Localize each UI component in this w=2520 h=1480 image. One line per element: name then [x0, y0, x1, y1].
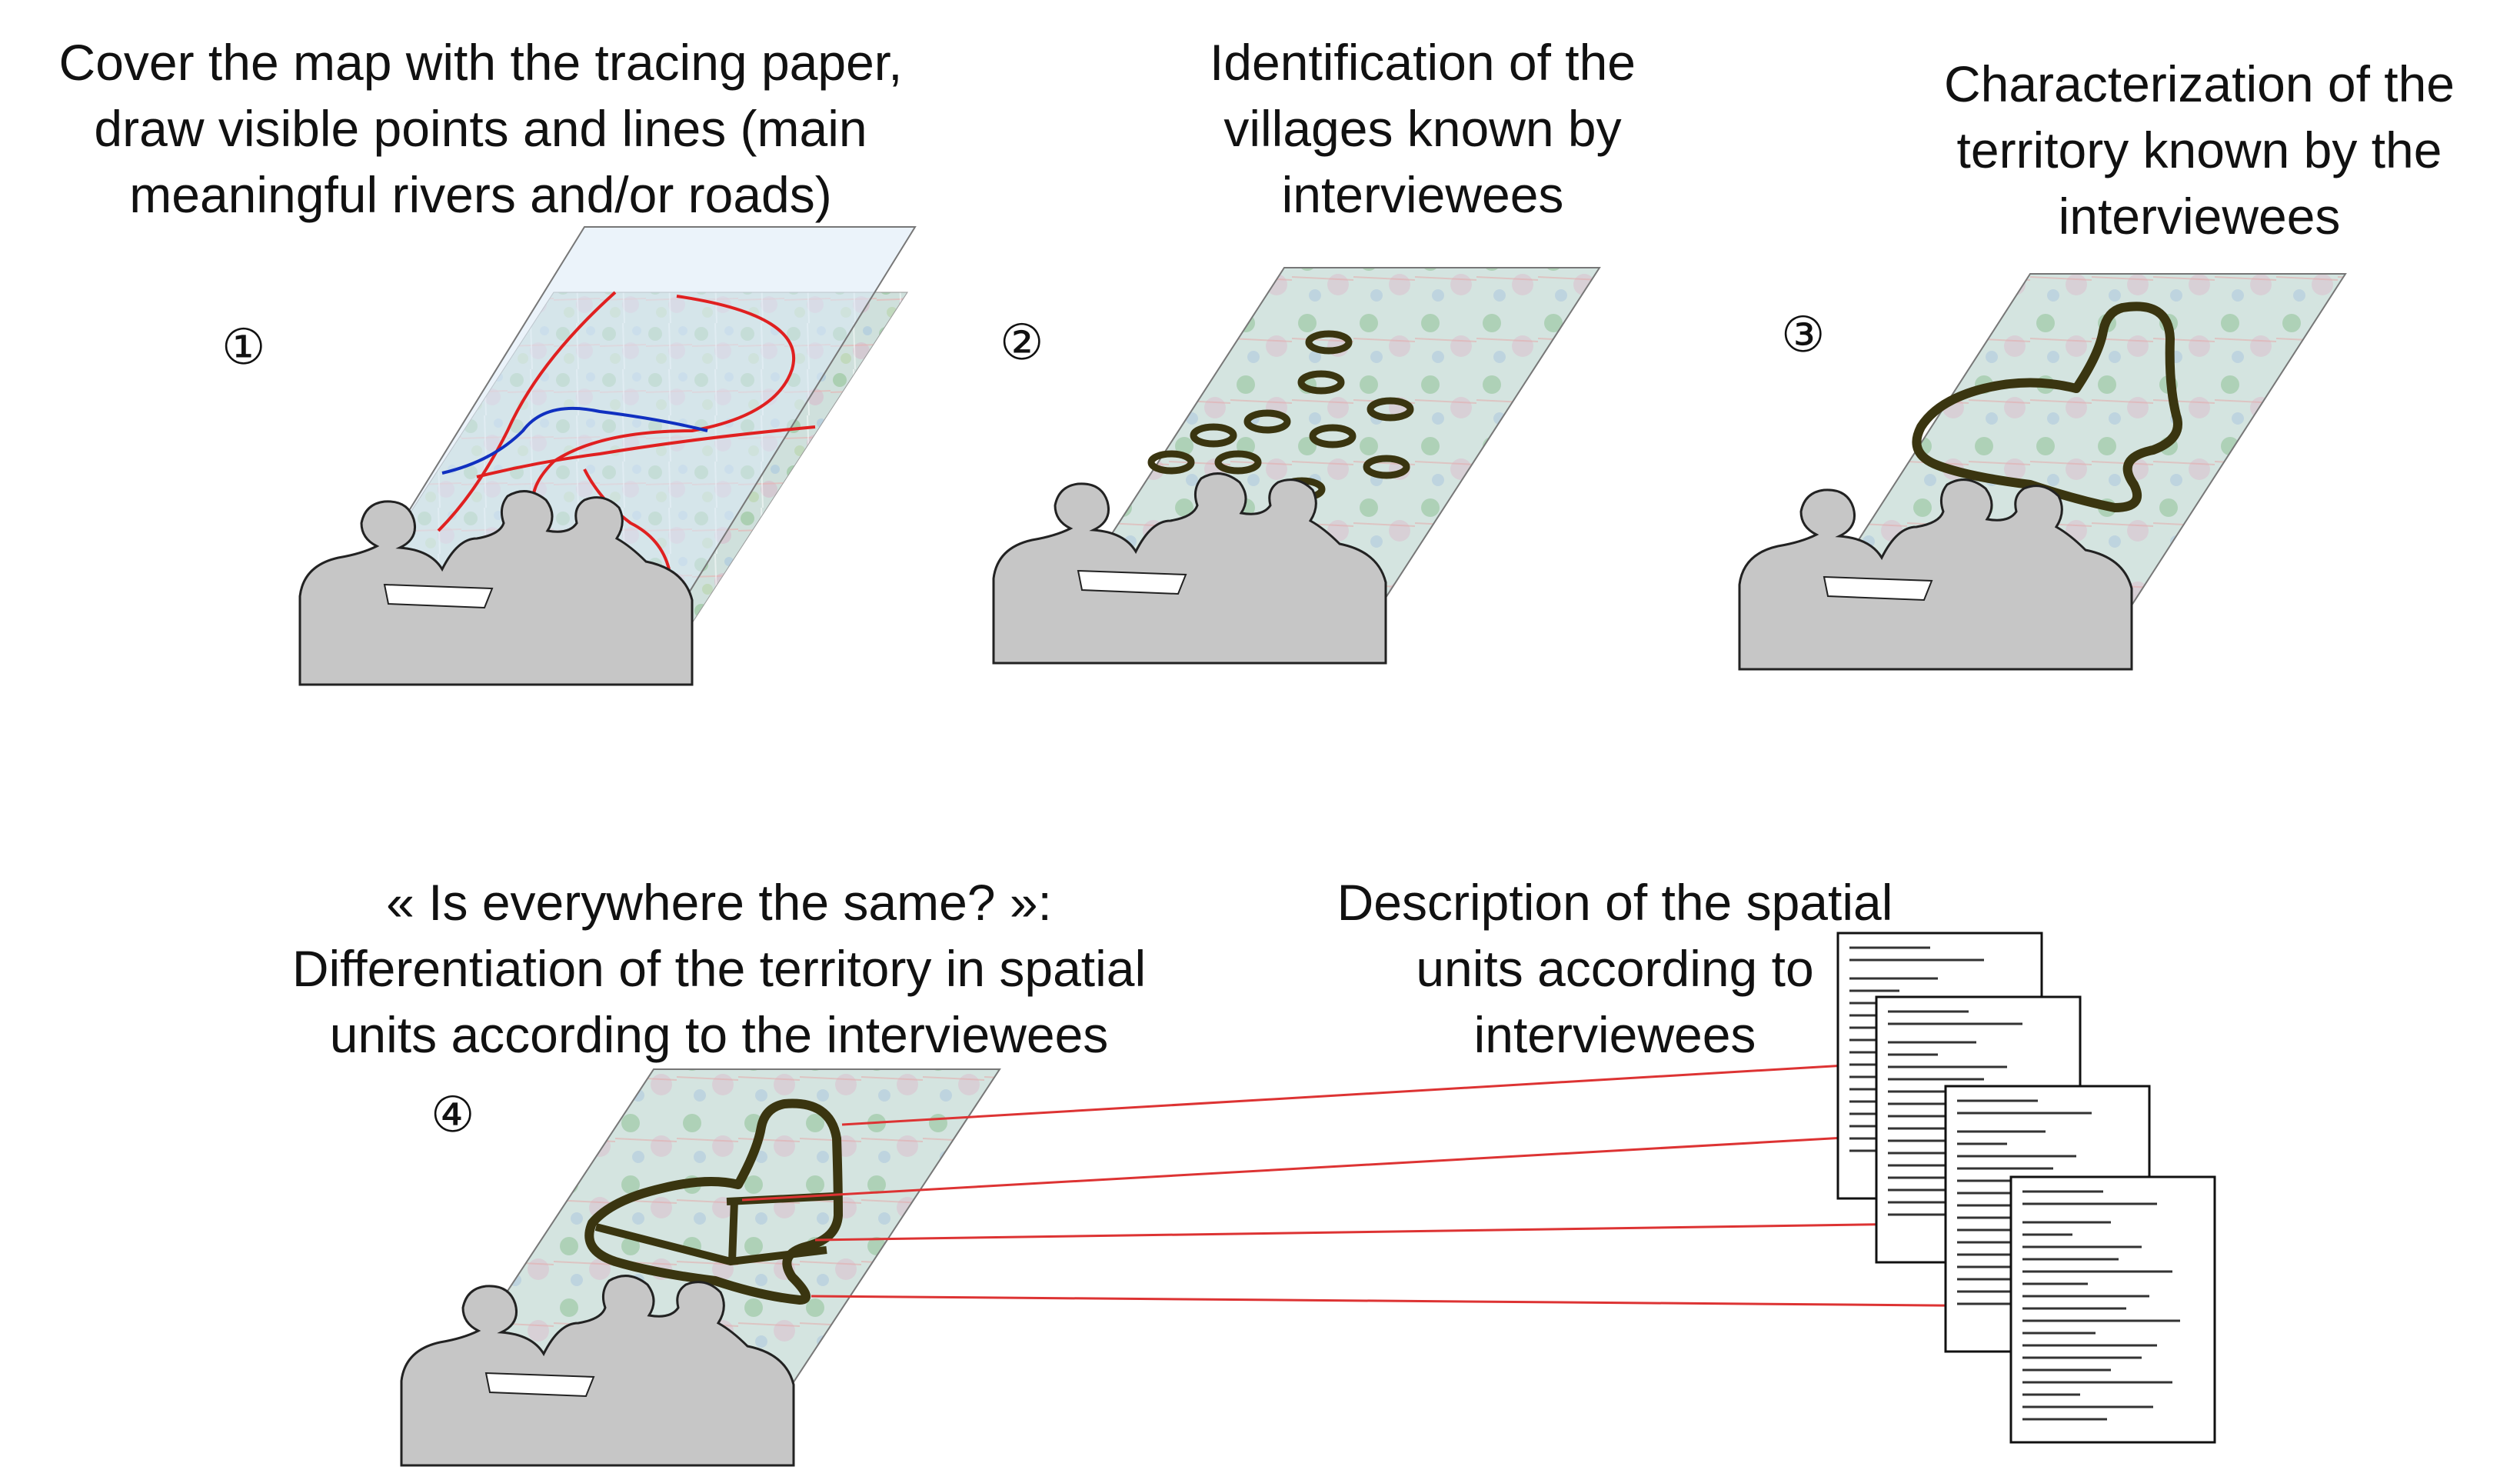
panel-3	[1738, 273, 2347, 671]
step-3-caption: Characterization of the territory known …	[1907, 51, 2492, 249]
village-marker	[1147, 450, 1195, 475]
village-marker	[1363, 455, 1410, 479]
step-2-number: ②	[1000, 315, 1044, 372]
panel-1	[298, 226, 917, 686]
territory-outline	[1912, 302, 2182, 512]
interviewees-silhouette	[400, 1275, 795, 1467]
tracing-paper	[352, 226, 917, 601]
village-marker	[1305, 330, 1353, 355]
road-line	[476, 425, 816, 478]
caption-line: « Is everywhere the same? »:	[386, 874, 1052, 931]
caption-line: Characterization of the	[1943, 55, 2455, 112]
step-4-caption: « Is everywhere the same? »: Differentia…	[246, 869, 1192, 1068]
caption-line: Description of the spatial	[1337, 874, 1893, 931]
road-line	[531, 295, 795, 517]
interviewees-silhouette	[992, 472, 1387, 665]
road-line	[583, 468, 671, 570]
panel-2	[992, 267, 1601, 665]
interviewees-silhouette	[298, 490, 694, 686]
village-marker	[1214, 450, 1262, 475]
caption-line: Differentiation of the territory in spat…	[291, 940, 1147, 997]
village-marker	[1367, 397, 1414, 422]
caption-line: interviewees	[1473, 1006, 1756, 1063]
village-marker	[1243, 409, 1291, 434]
village-marker	[1190, 423, 1237, 448]
description-documents	[1836, 932, 2216, 1444]
river-line	[441, 406, 708, 475]
caption-line: interviewees	[2058, 188, 2341, 245]
connector-line	[841, 1064, 1846, 1126]
document-page	[2009, 1175, 2216, 1444]
caption-line: units according to	[1416, 940, 1814, 997]
caption-line: interviewees	[1281, 166, 1564, 223]
connector-line	[741, 1133, 1900, 1202]
village-marker	[1309, 424, 1357, 448]
caption-line: Identification of the	[1209, 34, 1636, 91]
caption-line: units according to the interviewees	[329, 1006, 1109, 1063]
caption-line: meaningful rivers and/or roads)	[129, 166, 832, 223]
panel-4	[400, 1064, 2031, 1467]
step-3-number: ③	[1781, 307, 1826, 364]
connector-line	[811, 1295, 2031, 1308]
caption-line: draw visible points and lines (main	[94, 100, 867, 157]
road-line	[437, 291, 617, 532]
caption-line: villages known by	[1223, 100, 1622, 157]
step-1-caption: Cover the map with the tracing paper, dr…	[23, 29, 938, 228]
unit-divider	[594, 1223, 827, 1266]
connector-line	[814, 1222, 1969, 1242]
village-marker	[1297, 370, 1345, 395]
step-4-number: ④	[431, 1087, 475, 1144]
step-1-number: ①	[221, 319, 266, 376]
step-5-caption: Description of the spatial units accordi…	[1269, 869, 1961, 1068]
territory-outline	[584, 1098, 843, 1305]
interviewees-silhouette	[1738, 478, 2133, 671]
step-2-caption: Identification of the villages known by …	[1115, 29, 1730, 228]
unit-divider	[728, 1199, 738, 1262]
caption-line: territory known by the	[1956, 122, 2442, 178]
caption-line: Cover the map with the tracing paper,	[58, 34, 903, 91]
